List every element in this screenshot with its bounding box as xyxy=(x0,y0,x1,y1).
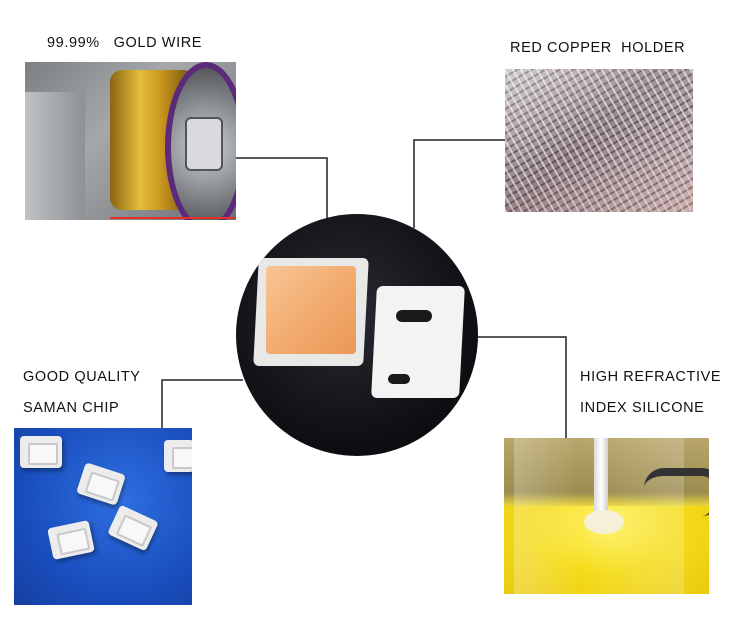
label-copper-holder: RED COPPER HOLDER xyxy=(510,40,686,56)
machine-bracket xyxy=(25,92,85,220)
led-package-back xyxy=(371,286,465,398)
stirrer-blade xyxy=(584,510,624,534)
connector-silicone xyxy=(478,336,567,438)
gold-wire-photo xyxy=(25,62,236,220)
label-gold-wire: 99.99% GOLD WIRE xyxy=(47,35,203,51)
silicone-photo xyxy=(504,438,709,594)
label-silicone-line1: HIGH REFRACTIVE xyxy=(580,369,722,385)
led-phosphor-face xyxy=(266,266,356,354)
chip-item xyxy=(164,440,192,472)
chip-item xyxy=(20,436,62,468)
led-pad-bottom xyxy=(388,374,410,384)
laser-line xyxy=(110,217,236,219)
led-center-circle xyxy=(236,214,478,456)
chip-item xyxy=(107,504,159,552)
led-pad-top xyxy=(396,310,432,322)
spool-core xyxy=(185,117,223,171)
copper-holder-photo xyxy=(505,69,693,212)
connector-gold-wire xyxy=(236,157,328,218)
connector-copper-holder xyxy=(413,139,505,228)
stirrer-rod xyxy=(594,438,608,518)
chip-photo xyxy=(14,428,192,605)
copper-holder-glare xyxy=(505,69,693,212)
label-silicone-line2: INDEX SILICONE xyxy=(580,400,705,416)
chip-item xyxy=(47,519,95,561)
label-chip-line1: GOOD QUALITY xyxy=(23,369,141,385)
label-chip-line2: SAMAN CHIP xyxy=(23,400,120,416)
connector-chip xyxy=(161,379,243,428)
chip-item xyxy=(76,462,126,506)
hose xyxy=(644,468,709,516)
